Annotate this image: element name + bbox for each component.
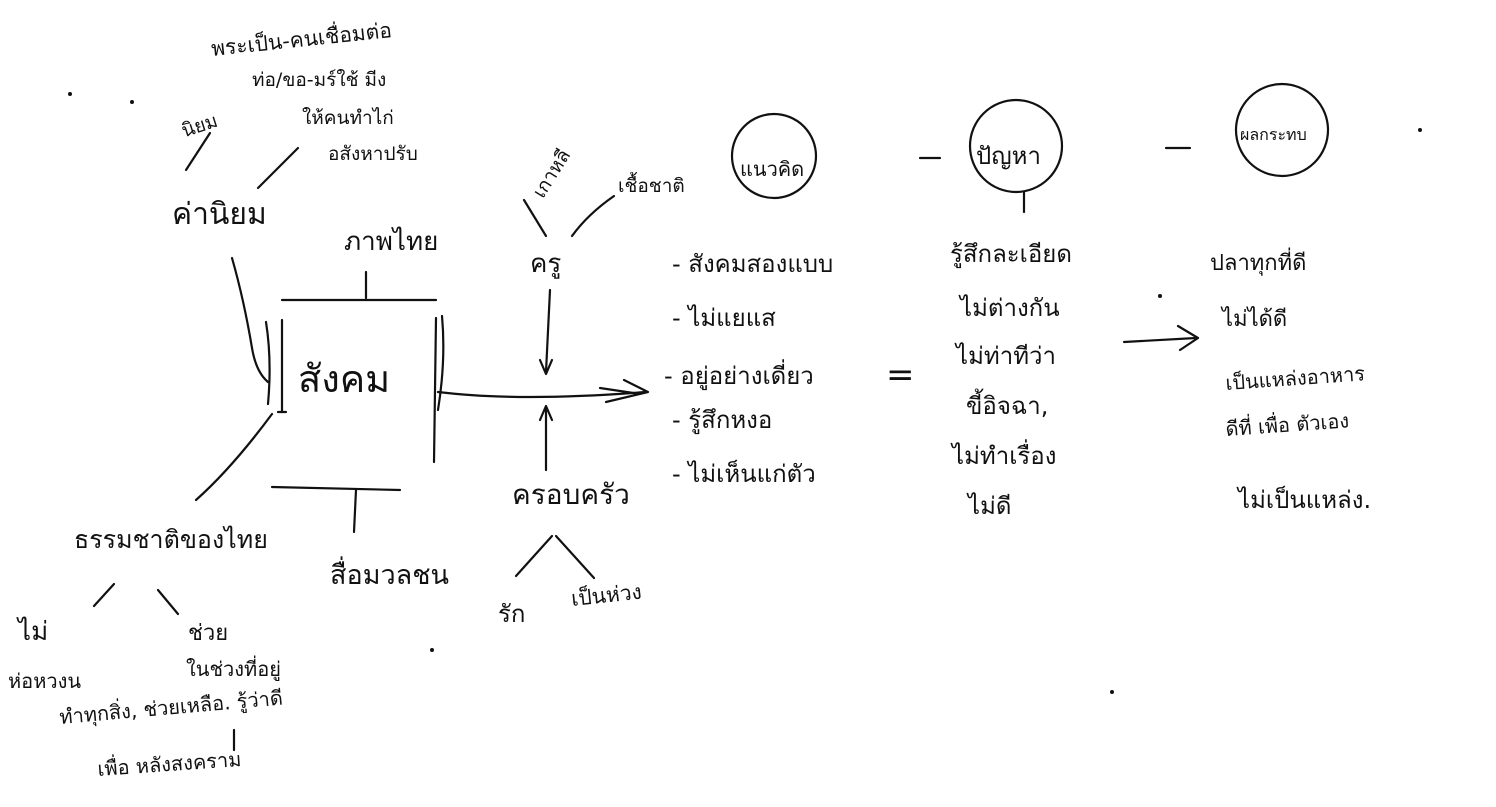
- circle-c: [1234, 82, 1330, 178]
- node-thai-image: ภาพไทย: [344, 226, 438, 257]
- note-line-1: พระเป็น-คนเชื่อมต่อ: [210, 15, 393, 61]
- family-node: ครอบครัว: [512, 478, 630, 511]
- connector-nature-b: [156, 588, 180, 616]
- right-2: ไม่ได้ดี: [1220, 306, 1287, 332]
- connector-family-b: [554, 534, 596, 580]
- center-box: [276, 298, 438, 464]
- connector-nature: [194, 412, 274, 502]
- middle-4: ขี้อิจฉา,: [966, 388, 1048, 420]
- right-3: เป็นแหล่งอาหาร: [1225, 360, 1366, 395]
- note-line-4: อสังหาปรับ: [328, 143, 418, 165]
- equals-sign: =: [886, 355, 915, 395]
- ink-dot: [1110, 690, 1114, 694]
- nature-b-3: ทำทุกสิ่ง, ช่วยเหลือ. รู้ว่าดี: [58, 684, 284, 730]
- node-media: สื่อมวลชน: [330, 556, 449, 591]
- result-5: - ไม่เห็นแก่ตัว: [672, 459, 816, 488]
- circle-b-label: ปัญหา: [976, 142, 1041, 170]
- connector-nature-a: [92, 582, 116, 608]
- right-4: ดีที่ เพื่อ ตัวเอง: [1225, 406, 1350, 441]
- main-arrow: [436, 390, 648, 399]
- arrow-family-up: [538, 404, 554, 472]
- nature-a-1: ไม่: [16, 616, 48, 647]
- middle-6: ไม่ดี: [966, 492, 1011, 520]
- nature-b-1: ช่วย: [188, 621, 228, 646]
- connector-media-h: [270, 485, 402, 492]
- circle-a-label: แนวคิด: [740, 157, 804, 181]
- circle-a: [730, 112, 818, 200]
- factor-node: ครู: [530, 249, 561, 279]
- node-values: ค่านิยม: [172, 197, 267, 232]
- main-arrowhead: [598, 378, 650, 404]
- ink-dot: [430, 648, 434, 652]
- result-4: - รู้สึกหงอ: [672, 406, 772, 435]
- result-3: - อยู่อย่างเดี่ยว: [664, 359, 814, 391]
- right-5: ไม่เป็นแหล่ง.: [1236, 485, 1371, 514]
- connector-notes: [256, 146, 300, 190]
- factor-top-1: เกาหลี: [528, 145, 575, 201]
- middle-3: ไม่ท่าทีว่า: [954, 342, 1056, 370]
- middle-1: รู้สึกละเอียด: [950, 240, 1072, 269]
- nature-a-2: ห่อหวงน: [8, 669, 81, 693]
- note-line-2: ท่อ/ขอ-มร์ใช้ มีง: [252, 69, 386, 91]
- right-1: ปลาทุกที่ดี: [1210, 247, 1306, 276]
- note-line-3: ให้คนทำไก่: [302, 107, 394, 129]
- arrow-factor-down: [538, 288, 554, 376]
- family-child-love: รัก: [498, 600, 525, 628]
- node-nature: ธรรมชาติของไทย: [74, 525, 268, 554]
- arrow-to-right: [1122, 324, 1200, 352]
- family-child-care: เป็นห่วง: [570, 578, 643, 611]
- connector-media-v: [352, 488, 358, 534]
- circle-c-label: ผลกระทบ: [1240, 125, 1307, 144]
- nature-b-2: ในช่วงที่อยู่: [186, 655, 281, 682]
- result-1: - สังคมสองแบบ: [672, 250, 833, 278]
- middle-2: ไม่ต่างกัน: [958, 294, 1060, 322]
- connector-niyom: [184, 131, 212, 172]
- middle-5: ไม่ทำเรื่อง: [950, 439, 1056, 470]
- factor-top-2: เชื้อชาติ: [618, 172, 685, 197]
- ink-dot: [1418, 128, 1422, 132]
- circle-b: [968, 98, 1064, 194]
- ink-dot: [130, 100, 134, 104]
- connector-family-a: [514, 534, 554, 578]
- ink-dot: [68, 92, 72, 96]
- connector-values-center: [230, 256, 270, 384]
- note-niyom: นิยม: [179, 110, 221, 142]
- nature-b-4: เพื่อ หลังสงคราม: [97, 745, 243, 781]
- connector-factor-2: [570, 194, 616, 238]
- connector-factor-1: [522, 198, 548, 238]
- ink-dot: [1158, 294, 1162, 298]
- center-node: สังคม: [298, 357, 390, 401]
- result-2: - ไม่แยแส: [672, 304, 776, 332]
- center-box-frame: [264, 314, 445, 412]
